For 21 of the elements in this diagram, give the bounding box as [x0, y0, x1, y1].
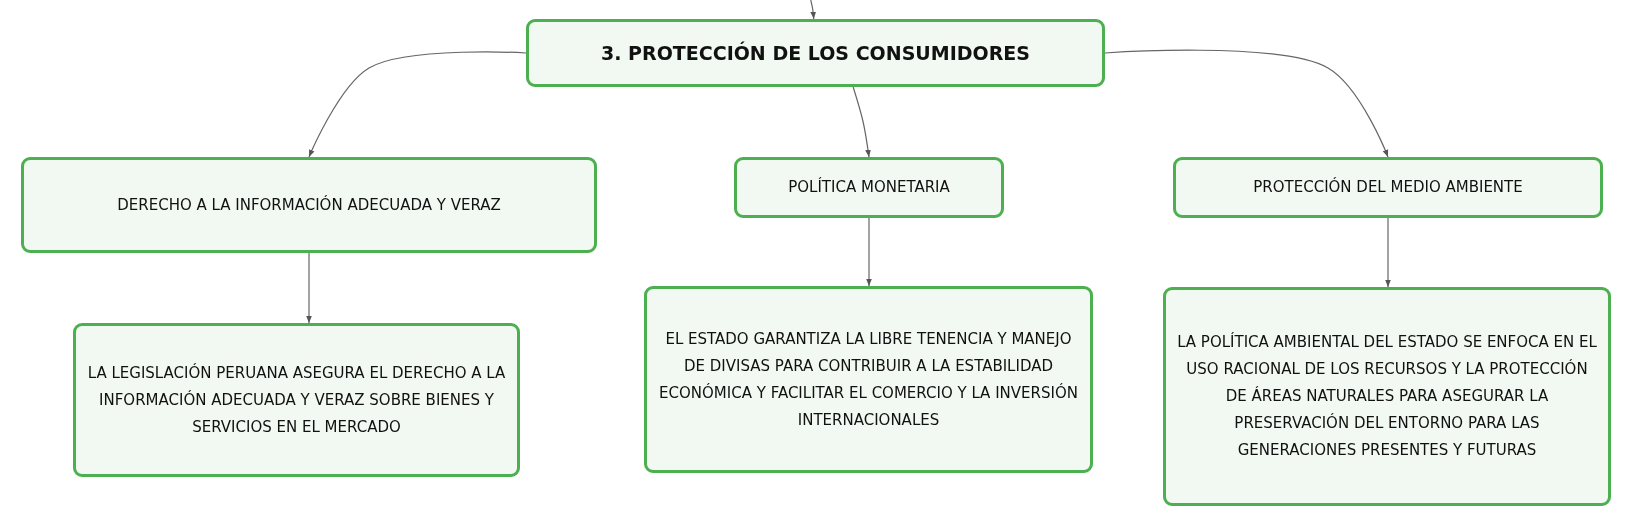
connector-arrow	[810, 0, 817, 20]
connector-arrow	[308, 51, 527, 158]
node-text: LA POLÍTICA AMBIENTAL DEL ESTADO SE ENFOCA EN EL USO RACIONAL DE LOS RECURSOS Y LA PROTECCIÓN DE ÁREAS NATURALES PARA ASEGURAR LA PRESERVACIÓN DEL ENTORNO PARA LAS GENERACIONES PRESENTES Y FUTURAS	[1176, 331, 1598, 461]
node-text: DERECHO A LA INFORMACIÓN ADECUADA Y VERAZ	[117, 194, 501, 216]
subtopic-box	[644, 286, 1093, 473]
subtopic-box	[73, 323, 520, 477]
subtopic-box	[21, 157, 597, 253]
subtopic-box	[734, 157, 1004, 218]
connector-arrow	[852, 86, 871, 158]
connector-arrow	[866, 217, 872, 287]
node-text: 3. PROTECCIÓN DE LOS CONSUMIDORES	[601, 40, 1030, 66]
subtopic-box	[1163, 287, 1611, 506]
topic-box	[526, 19, 1105, 87]
node-text: POLÍTICA MONETARIA	[788, 176, 950, 198]
connector-arrow	[306, 252, 312, 324]
node-text: PROTECCIÓN DEL MEDIO AMBIENTE	[1253, 176, 1523, 198]
connector-arrow	[1385, 217, 1391, 288]
node-text: EL ESTADO GARANTIZA LA LIBRE TENENCIA Y MANEJO DE DIVISAS PARA CONTRIBUIR A LA ESTABILIDAD ECONÓMICA Y FACILITAR EL COMERCIO Y LA INVERSIÓN INTERNACIONALES	[658, 328, 1079, 431]
connector-arrow	[1104, 49, 1389, 158]
subtopic-box	[1173, 157, 1603, 218]
node-text: LA LEGISLACIÓN PERUANA ASEGURA EL DERECHO A LA INFORMACIÓN ADECUADA Y VERAZ SOBRE BIENES Y SERVICIOS EN EL MERCADO	[86, 362, 507, 438]
